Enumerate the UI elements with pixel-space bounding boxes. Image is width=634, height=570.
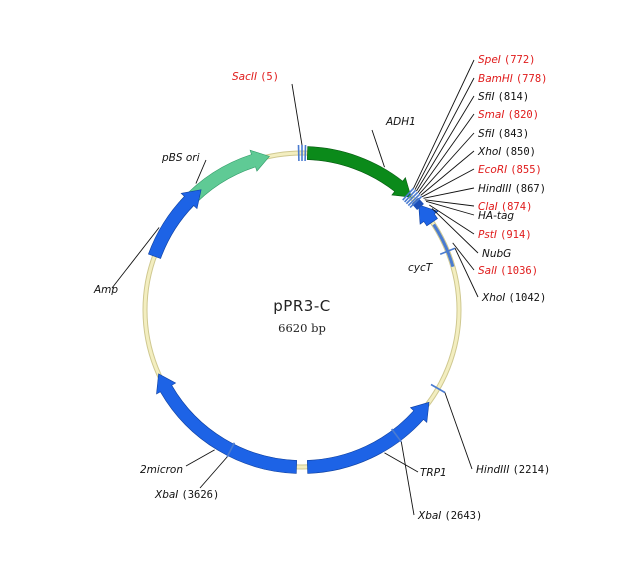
feature-label-cyct: cycT [408,262,434,274]
site-tick [402,187,415,201]
leader-line [384,452,419,473]
plasmid-size: 6620 bp [278,321,326,335]
feature-arrow-adh1 [306,146,412,198]
site-label-bamhi: BamHI(778) [478,73,547,85]
leader-line [185,449,215,467]
feature-arrow-2micron [156,373,298,474]
site-label-spei: SpeI(772) [478,54,536,66]
site-label-xhoi-1042: XhoI(1042) [481,292,546,304]
site-label-sacii: SacII(5) [232,71,279,83]
feature-arrow-trp1 [306,401,430,474]
site-label-hindiii-867: HindIII(867) [478,183,546,195]
site-label-sali: SalI(1036) [478,265,538,277]
site-tick [430,383,446,394]
leader-line [452,242,475,271]
site-tick [404,189,417,203]
leader-line [431,208,479,254]
site-tick [391,428,402,443]
feature-label-2micron: 2micron [140,464,183,476]
site-label-sfii-843: SfiI(843) [478,128,529,140]
leader-line [417,113,475,193]
leader-line [425,200,475,216]
leader-line [421,168,475,198]
leader-line [291,83,303,146]
site-tick [407,193,421,207]
leader-line [418,132,475,195]
site-label-xbai-3626: XbaI(3626) [154,489,219,501]
site-tick [405,191,419,205]
leader-line [423,187,475,199]
feature-label-nubg: NubG [482,248,511,260]
leader-line [444,392,473,470]
leader-line [414,77,475,190]
feature-label-trp1: TRP1 [420,467,447,479]
leader-line [420,150,475,196]
site-label-psti: PstI(914) [478,229,532,241]
site-tick [439,247,456,255]
site-label-hindiii-2214: HindIII(2214) [476,464,550,476]
feature-arrow-amp [148,189,202,259]
leader-line [424,199,475,207]
site-label-smai: SmaI(820) [478,109,539,121]
feature-label-ha-tag: HA-tag [478,210,514,222]
feature-arrow-nubg [418,204,439,227]
leader-line [413,59,475,189]
feature-segment-ha-tag [411,197,424,210]
site-tick [226,442,236,458]
site-label-sfii-814: SfiI(814) [478,91,529,103]
leader-line [111,227,160,289]
site-tick [409,195,423,208]
feature-segment-cyct [432,223,455,268]
site-ticks [226,144,456,458]
leader-line [429,204,475,235]
leader-line [454,248,479,298]
leader-line [195,159,207,184]
feature-arrow-pbs-ori [180,149,270,210]
site-label-clai: ClaI(874) [478,201,532,213]
plasmid-name: pPR3-C [273,297,330,315]
feature-label-adh1: ADH1 [385,116,416,128]
leader-line [416,95,475,192]
leader-line [400,441,415,516]
leader-line [371,129,385,168]
feature-label-amp: Amp [93,284,118,296]
leader-line [199,456,228,489]
site-leader-lines [111,59,479,516]
site-label-xbai-2643: XbaI(2643) [417,510,482,522]
site-label-xhoi-850: XhoI(850) [477,146,536,158]
feature-label-pbs-ori: pBS ori [161,152,200,164]
site-label-ecori: EcoRI(855) [478,164,542,176]
